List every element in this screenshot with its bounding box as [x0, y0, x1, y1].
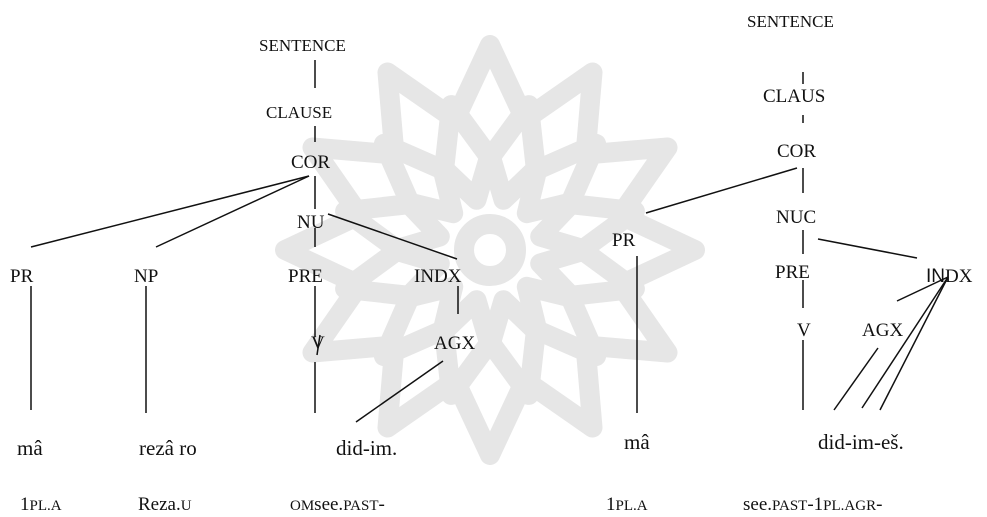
gloss-1pl-a: 1PL.A: [20, 494, 62, 515]
branch: [861, 276, 949, 409]
gloss-reza-u: Reza.U: [138, 494, 192, 515]
node-pre-right: PRE: [775, 262, 810, 283]
gloss-1pl-a-right: 1PL.A: [606, 494, 648, 515]
node-indx: INDX: [414, 266, 462, 287]
node-cor-right: COR: [777, 141, 817, 162]
branch: [355, 360, 444, 423]
branch: [316, 334, 321, 356]
branch: [879, 276, 949, 411]
branch: [155, 175, 310, 248]
word-did-im-es: did-im-eš.: [818, 430, 904, 454]
branch: [30, 175, 310, 248]
node-indx-right: INDX: [926, 266, 973, 287]
word-ma: mâ: [17, 436, 43, 460]
branch: [645, 167, 798, 214]
node-v-right: V: [797, 320, 811, 341]
node-v: V: [311, 333, 325, 354]
node-nu: NU: [297, 212, 325, 233]
node-nuc: NUC: [776, 207, 817, 228]
node-sentence-right: SENTENCE: [747, 12, 834, 31]
branch: [327, 213, 458, 260]
node-np: NP: [134, 266, 159, 287]
gloss-see-past-1pl-agr: see.PAST-1PL.AGR-: [743, 494, 883, 515]
node-pr-right: PR: [612, 230, 636, 251]
branch: [833, 347, 879, 411]
node-claus: CLAUS: [763, 86, 826, 107]
word-reza-ro: rezâ ro: [139, 436, 197, 460]
node-sentence: SENTENCE: [259, 36, 346, 55]
word-did-im: did-im.: [336, 436, 398, 460]
word-ma-right: mâ: [624, 430, 650, 454]
branch: [896, 276, 949, 302]
branch: [817, 238, 918, 259]
node-pre: PRE: [288, 266, 323, 287]
node-clause: CLAUSE: [266, 103, 333, 122]
node-cor: COR: [291, 152, 331, 173]
node-agx-right: AGX: [862, 320, 904, 341]
node-pr: PR: [10, 266, 34, 287]
node-agx: AGX: [434, 333, 476, 354]
gloss-om-see-past: OMsee.PAST-: [290, 494, 385, 515]
